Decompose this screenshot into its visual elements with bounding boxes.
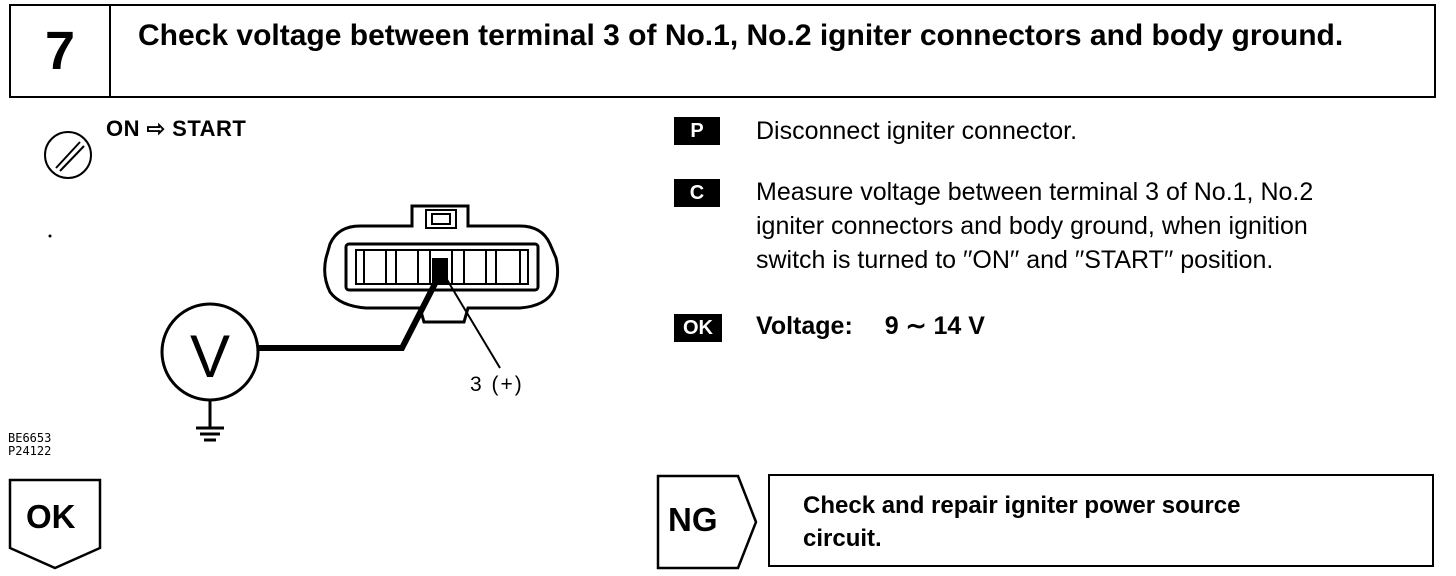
terminal-leader-line	[445, 277, 501, 369]
ok-tag: OK	[674, 314, 722, 342]
check-text-line: igniter connectors and body ground, when…	[756, 212, 1308, 240]
terminal-label: 3 (+)	[470, 373, 524, 396]
ng-result-label: NG	[668, 501, 718, 538]
ng-action-box	[768, 474, 1434, 567]
ng-arrow-shape	[656, 474, 758, 570]
check-text-line: Measure voltage between terminal 3 of No…	[756, 178, 1314, 206]
step-number: 7	[11, 6, 111, 96]
spec-value: 9 ∼ 14 V	[884, 312, 985, 340]
figure-code-line: BE6653	[8, 431, 52, 445]
voltmeter-symbol: V	[190, 323, 230, 390]
check-text: Measure voltage between terminal 3 of No…	[756, 175, 1446, 277]
figure-code-line: P24122	[8, 444, 52, 458]
ignition-switch-icon	[44, 131, 92, 179]
result-shapes	[8, 474, 758, 570]
ng-action-text: Check and repair igniter power source ci…	[803, 489, 1403, 555]
switch-position-label: ON ⇨ START	[106, 116, 247, 141]
step-title: Check voltage between terminal 3 of No.1…	[138, 19, 1344, 52]
ok-arrow-shape	[8, 478, 102, 570]
test-lead	[258, 270, 444, 351]
ground-icon	[196, 400, 224, 442]
step-header: 7 Check voltage between terminal 3 of No…	[9, 4, 1436, 98]
spec-label: Voltage:	[756, 312, 853, 340]
prepare-text: Disconnect igniter connector.	[756, 117, 1078, 145]
check-tag: C	[674, 179, 720, 207]
ok-result-label: OK	[26, 498, 76, 535]
ng-action-line: circuit.	[803, 525, 882, 552]
wiring-diagram: V	[44, 131, 560, 442]
ng-action-line: Check and repair igniter power source	[803, 492, 1241, 519]
voltmeter-icon: V	[160, 302, 260, 402]
ok-spec: Voltage: 9 ∼ 14 V	[756, 309, 985, 343]
prepare-tag: P	[674, 117, 720, 145]
check-text-line: switch is turned to ′′ON′′ and ′′START′′…	[756, 246, 1274, 274]
scan-speck	[48, 234, 52, 238]
figure-code: BE6653 P24122	[8, 432, 51, 458]
